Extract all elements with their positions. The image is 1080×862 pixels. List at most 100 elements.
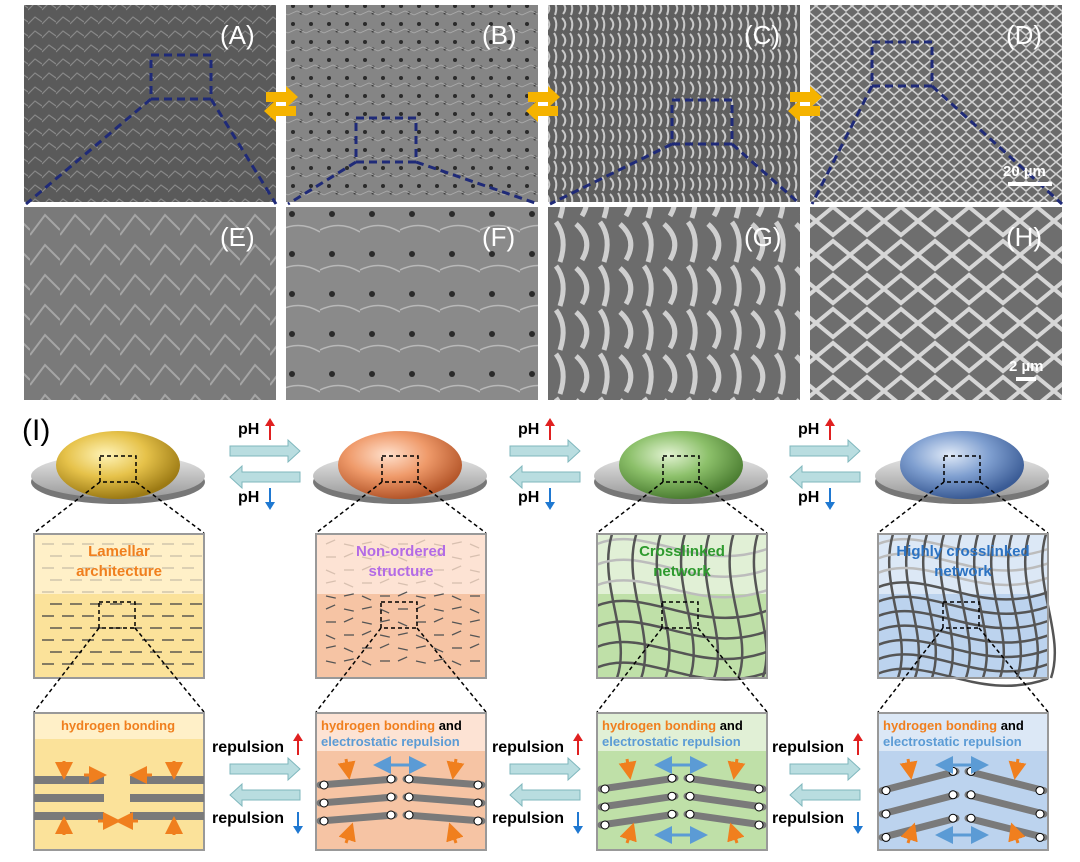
zoom-box: [99, 455, 137, 483]
zoom-line: [596, 627, 663, 713]
zoom-box: [662, 455, 700, 483]
charge-icon: [600, 820, 610, 830]
charge-icon: [404, 810, 414, 820]
hbond-arrow: [446, 822, 464, 844]
network-strand: [973, 533, 988, 679]
chain-segment: [415, 634, 426, 640]
charge-icon: [685, 791, 695, 801]
chain-segment: [469, 543, 480, 549]
up-arrow-head: [825, 418, 835, 426]
network-strand: [877, 638, 1049, 659]
chain-segment: [397, 591, 408, 597]
charge-icon: [966, 790, 976, 800]
chain-segment: [469, 578, 480, 584]
chain-segment: [415, 569, 426, 575]
zoom-box: [942, 601, 980, 629]
charge-icon: [600, 802, 610, 812]
hbond-arrow: [727, 758, 746, 780]
chain-segment: [397, 656, 408, 662]
zoom-line: [698, 481, 768, 534]
hbond-arrow: [619, 822, 637, 844]
forward-arrow: [789, 438, 861, 464]
charge-icon: [881, 809, 891, 819]
chain-segment: [343, 582, 354, 588]
polymer-chain: [964, 791, 1048, 818]
charge-icon: [667, 773, 677, 783]
chain-segment: [343, 608, 354, 612]
polymer-chain: [683, 774, 767, 793]
structure-subtitle: network: [934, 563, 992, 580]
forward-arrow: [509, 438, 581, 464]
down-arrow-head: [293, 826, 303, 834]
ph-label: pH: [518, 489, 539, 506]
network-strand: [877, 581, 1049, 601]
zoom-line: [417, 481, 487, 534]
zoom-line: [135, 481, 205, 534]
hydrogel-dome: [56, 431, 180, 499]
repulsion-up-label: repulsion: [772, 739, 844, 756]
chain-segment: [469, 643, 480, 649]
bonding-box-border: [596, 712, 768, 851]
polymer-chain: [964, 767, 1048, 795]
chain-segment: [325, 604, 336, 610]
ph-label: pH: [238, 489, 259, 506]
charge-icon: [667, 809, 677, 819]
reverse-arrow: [509, 782, 581, 808]
forward-arrow: [789, 756, 861, 782]
reverse-arrow: [789, 464, 861, 490]
chain-segment: [361, 660, 372, 666]
reverse-arrow: [229, 782, 301, 808]
polymer-chain: [402, 775, 486, 789]
hbond-arrow: [446, 758, 465, 780]
network-strand: [704, 533, 720, 679]
network-strand: [877, 609, 1049, 630]
chain-segment: [415, 595, 426, 599]
network-strand: [905, 533, 920, 679]
charge-icon: [948, 790, 958, 800]
panel-label-a: (A): [220, 20, 255, 50]
chain-segment: [397, 647, 408, 651]
bonding-header: [878, 713, 1048, 751]
chain-segment: [433, 608, 444, 612]
chain-segment: [361, 595, 372, 601]
chain-segment: [433, 552, 444, 558]
charge-icon: [754, 784, 764, 794]
chain-segment: [343, 593, 354, 597]
zoom-line: [33, 627, 100, 713]
polymer-chain: [964, 814, 1048, 841]
chain-segment: [451, 606, 462, 610]
bonding-label: hydrogen bonding: [61, 718, 175, 733]
ph-label: pH: [798, 421, 819, 438]
chain-segment: [451, 630, 462, 636]
charge-icon: [685, 809, 695, 819]
chain-segment: [469, 569, 480, 573]
network-strand: [990, 533, 1005, 679]
charge-icon: [386, 810, 396, 820]
chain-segment: [343, 647, 354, 653]
network-strand: [752, 533, 768, 679]
zoom-line: [315, 627, 382, 713]
hbond-arrow: [337, 758, 356, 780]
chain-segment: [433, 647, 444, 653]
polymer-chain: [402, 793, 486, 807]
charge-icon: [667, 791, 677, 801]
charge-icon: [600, 784, 610, 794]
chain-segment: [397, 621, 408, 627]
panel-label-b: (B): [482, 20, 517, 50]
sem-panel-e: [24, 207, 276, 400]
chain-segment: [451, 541, 462, 545]
repulsion-up-label: repulsion: [212, 739, 284, 756]
repulsion-label: electrostatic repulsion: [321, 734, 460, 749]
chain-segment: [433, 593, 444, 597]
polymer-chain: [130, 794, 204, 802]
exchange-arrows: [264, 86, 822, 122]
sem-panel-h: [810, 207, 1062, 400]
chain-segment: [433, 543, 444, 547]
charge-icon: [948, 813, 958, 823]
bonding-label: hydrogen bonding and: [883, 718, 1024, 733]
panel-label-c: (C): [744, 20, 780, 50]
